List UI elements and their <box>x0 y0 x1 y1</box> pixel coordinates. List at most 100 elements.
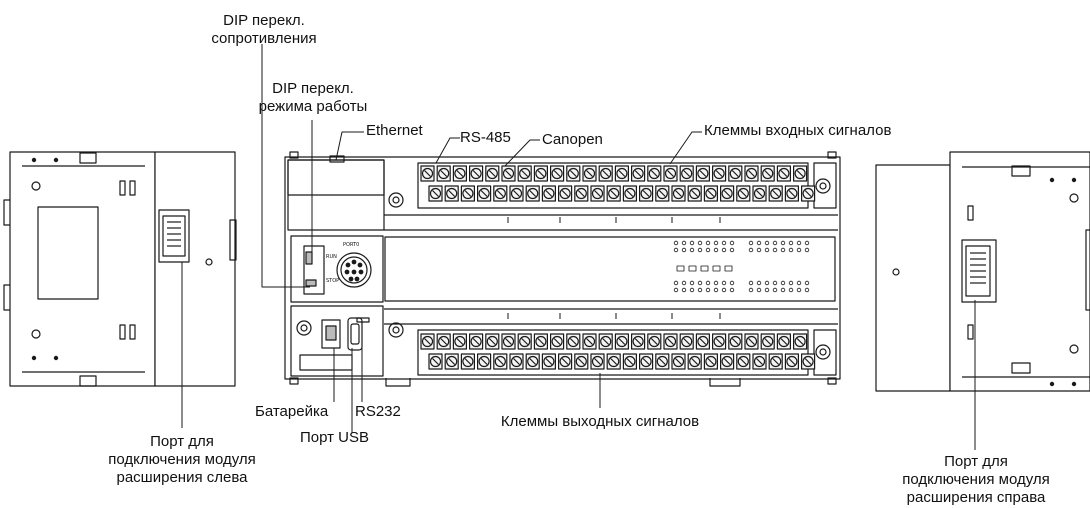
terminal-screw <box>590 353 605 370</box>
terminal-screw <box>501 165 516 182</box>
terminal-screw <box>687 353 702 370</box>
terminal-screw <box>622 353 638 370</box>
terminal-screw <box>784 353 800 370</box>
led-indicator <box>788 240 794 246</box>
terminal-screw <box>760 333 775 350</box>
terminal-screw <box>493 353 508 370</box>
rs485-label: RS-485 <box>460 129 511 146</box>
led-indicator <box>796 287 802 293</box>
left-port-line3: расширения слева <box>116 469 248 486</box>
terminal-screw <box>792 165 808 182</box>
terminal-screw <box>509 185 524 202</box>
terminal-screw <box>614 333 630 350</box>
terminal-screw <box>452 165 467 182</box>
led-indicator <box>804 280 810 286</box>
terminal-screw <box>557 185 573 202</box>
led-indicator <box>689 280 695 286</box>
terminal-screw <box>582 333 597 350</box>
terminal-screw <box>557 353 573 370</box>
led-indicator <box>788 280 794 286</box>
status-led <box>712 265 721 272</box>
led-indicator <box>713 287 719 293</box>
terminal-screw <box>493 185 508 202</box>
led-indicator <box>804 247 810 253</box>
led-indicator <box>681 287 687 293</box>
right-side-view <box>875 151 1090 392</box>
terminal-screw <box>679 165 694 182</box>
terminal-screw <box>647 333 662 350</box>
led-indicator <box>721 287 727 293</box>
led-indicator <box>780 247 786 253</box>
terminal-screw <box>719 185 735 202</box>
led-indicator <box>796 240 802 246</box>
dip-mode-label: DIP перекл. режима работы <box>259 80 368 116</box>
led-indicator <box>772 280 778 286</box>
terminal-screw <box>485 165 500 182</box>
terminal-screw <box>444 353 459 370</box>
terminal-screw <box>768 185 783 202</box>
led-indicator <box>788 287 794 293</box>
terminal-screw <box>541 353 557 370</box>
battery-label: Батарейка <box>255 403 329 420</box>
terminal-screw <box>695 165 711 182</box>
terminal-screw <box>622 185 638 202</box>
input-terminals-label: Клеммы входных сигналов <box>704 122 892 139</box>
terminal-screw <box>711 333 727 350</box>
led-indicator <box>748 247 754 253</box>
terminal-screw <box>671 353 686 370</box>
output-terminal-block <box>420 333 816 370</box>
terminal-screw <box>638 353 654 370</box>
terminal-screw <box>501 333 516 350</box>
terminal-screw <box>485 333 500 350</box>
led-indicator <box>689 240 695 246</box>
terminal-screw <box>525 353 540 370</box>
led-indicator <box>689 247 695 253</box>
led-indicator <box>748 287 754 293</box>
led-indicator <box>756 287 762 293</box>
led-indicator <box>764 247 770 253</box>
terminal-screw <box>752 353 767 370</box>
terminal-screw <box>598 333 613 350</box>
led-indicator <box>764 240 770 246</box>
led-indicator <box>788 247 794 253</box>
status-led <box>724 265 733 272</box>
led-indicator <box>681 280 687 286</box>
led-indicator <box>780 287 786 293</box>
terminal-screw <box>420 165 435 182</box>
status-led <box>688 265 697 272</box>
terminal-screw <box>614 165 630 182</box>
led-indicator <box>804 287 810 293</box>
status-led <box>676 265 685 272</box>
right-port-line2: подключения модуля <box>902 471 1050 488</box>
led-indicator <box>780 240 786 246</box>
terminal-screw <box>736 185 751 202</box>
output-terminals-label: Клеммы выходных сигналов <box>500 413 700 430</box>
terminal-screw <box>469 165 484 182</box>
terminal-screw <box>719 353 735 370</box>
terminal-screw <box>517 165 532 182</box>
terminal-screw <box>703 185 719 202</box>
terminal-screw <box>703 353 719 370</box>
terminal-screw <box>541 185 557 202</box>
leader-lines <box>181 44 976 450</box>
terminal-screw <box>655 353 670 370</box>
canopen-label: Canopen <box>542 131 603 148</box>
dip-mode-line1: DIP перекл. <box>272 80 354 97</box>
left-expansion-port-label: Порт для подключения модуля расширения с… <box>108 433 256 487</box>
terminal-screw <box>663 333 678 350</box>
dip-mode-line2: режима работы <box>258 98 368 115</box>
led-indicator <box>804 240 810 246</box>
rs232-label: RS232 <box>355 403 401 420</box>
terminal-screw <box>630 165 646 182</box>
terminal-screw <box>671 185 686 202</box>
led-indicator <box>697 287 703 293</box>
left-port-line2: подключения модуля <box>108 451 256 468</box>
led-indicator <box>705 240 711 246</box>
led-indicator <box>673 280 679 286</box>
dip-resistance-line2: сопротивления <box>211 30 317 47</box>
right-port-line1: Порт для <box>944 453 1008 470</box>
left-port-line1: Порт для <box>150 433 214 450</box>
led-indicator <box>796 247 802 253</box>
terminal-screw <box>695 333 711 350</box>
